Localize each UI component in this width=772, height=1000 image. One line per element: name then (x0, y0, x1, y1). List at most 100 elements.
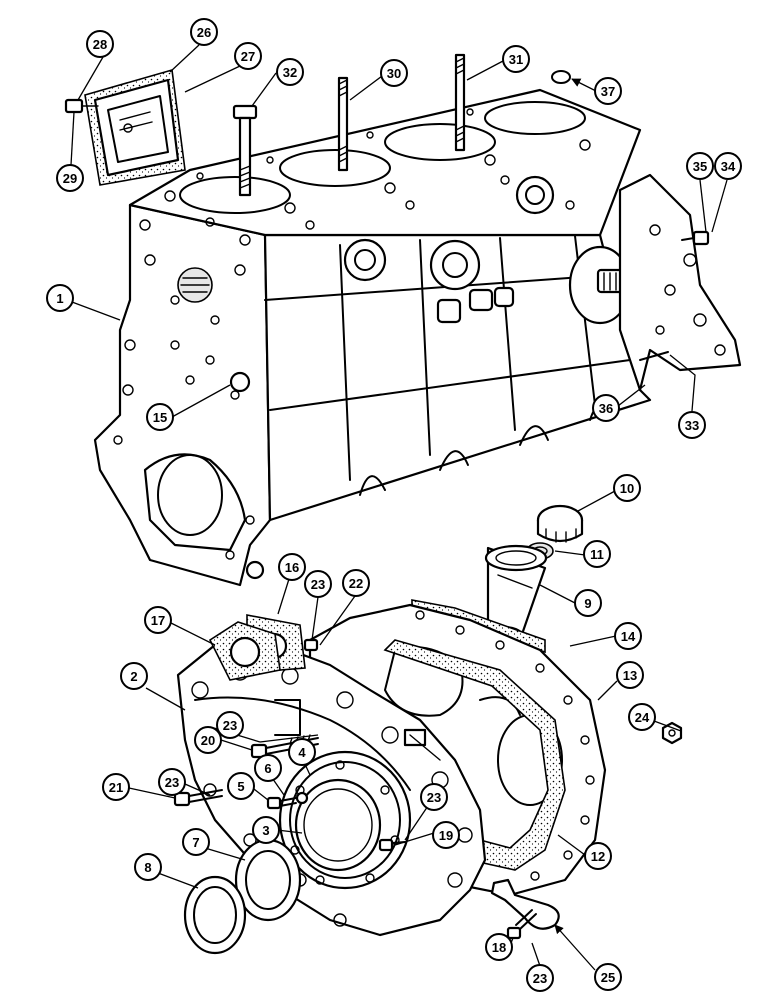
callout-c2: 2 (120, 662, 148, 690)
leader-lines (70, 44, 728, 971)
callout-number: 18 (492, 940, 506, 955)
callout-number: 29 (63, 171, 77, 186)
callout-number: 8 (144, 860, 151, 875)
callout-number: 19 (439, 828, 453, 843)
callout-number: 26 (197, 25, 211, 40)
callout-number: 2 (130, 669, 137, 684)
o-ring-37 (551, 70, 571, 84)
callout-c30: 30 (380, 59, 408, 87)
callout-circle (194, 726, 222, 754)
callout-circle (102, 773, 130, 801)
callout-circle (146, 403, 174, 431)
callout-circle (56, 164, 84, 192)
callout-c23e: 23 (526, 964, 554, 992)
callout-c4: 4 (288, 738, 316, 766)
callout-number: 14 (621, 629, 636, 644)
callout-c15: 15 (146, 403, 174, 431)
callout-c9: 9 (574, 589, 602, 617)
callout-c21: 21 (102, 773, 130, 801)
bolt-5 (266, 796, 297, 810)
callout-c22: 22 (342, 569, 370, 597)
callout-circle (616, 661, 644, 689)
callout-circle (278, 553, 306, 581)
callout-c11: 11 (583, 540, 611, 568)
callout-circle (276, 58, 304, 86)
callout-labels: 1234567891011121314151617181920212223232… (46, 18, 742, 992)
nut-24 (661, 721, 683, 745)
callout-c17: 17 (144, 606, 172, 634)
gasket-17 (208, 621, 281, 681)
callout-number: 17 (151, 613, 165, 628)
callout-c6: 6 (254, 754, 282, 782)
callout-c8: 8 (134, 853, 162, 881)
oil-seal-3 (294, 778, 382, 872)
callout-circle (613, 474, 641, 502)
callout-circle (584, 842, 612, 870)
callout-c28: 28 (86, 30, 114, 58)
callout-number: 3 (262, 823, 269, 838)
callout-number: 32 (283, 65, 297, 80)
callout-number: 22 (349, 576, 363, 591)
callout-circle (714, 152, 742, 180)
callout-number: 33 (685, 418, 699, 433)
callout-circle (592, 394, 620, 422)
callout-c23b: 23 (216, 711, 244, 739)
callout-c18: 18 (485, 933, 513, 961)
callout-circle (485, 933, 513, 961)
callout-circle (254, 754, 282, 782)
callout-number: 25 (601, 970, 615, 985)
callout-circle (288, 738, 316, 766)
callout-circle (182, 828, 210, 856)
callout-circle (134, 853, 162, 881)
callout-number: 10 (620, 481, 634, 496)
bolt-18 (506, 909, 537, 940)
callout-circle (678, 411, 706, 439)
callout-number: 16 (285, 560, 299, 575)
callout-number: 34 (721, 159, 736, 174)
callout-c37: 37 (594, 77, 622, 105)
callout-number: 21 (109, 780, 123, 795)
callout-circle (614, 622, 642, 650)
callout-circle (594, 77, 622, 105)
callout-number: 12 (591, 849, 605, 864)
cylinder-head-bolt (232, 104, 258, 197)
callout-c14: 14 (614, 622, 642, 650)
cylinder-block (93, 88, 742, 587)
callout-number: 23 (165, 775, 179, 790)
callout-c3: 3 (252, 816, 280, 844)
callout-c23a: 23 (304, 570, 332, 598)
callout-circle (234, 42, 262, 70)
bolt-21 (173, 789, 223, 807)
callout-c34: 34 (714, 152, 742, 180)
callout-number: 5 (237, 779, 244, 794)
callout-circle (432, 821, 460, 849)
callout-circle (686, 152, 714, 180)
callout-c33: 33 (678, 411, 706, 439)
bolt-34 (681, 230, 710, 246)
callout-number: 36 (599, 401, 613, 416)
callout-number: 20 (201, 733, 215, 748)
callout-circle (120, 662, 148, 690)
callout-c10: 10 (613, 474, 641, 502)
callout-number: 13 (623, 668, 637, 683)
callout-circle (144, 606, 172, 634)
callout-circle (304, 570, 332, 598)
callout-number: 30 (387, 66, 401, 81)
callout-c23d: 23 (420, 783, 448, 811)
callout-number: 24 (635, 710, 650, 725)
callout-circle (583, 540, 611, 568)
callout-circle (420, 783, 448, 811)
callout-c23c: 23 (158, 768, 186, 796)
callout-circle (342, 569, 370, 597)
callout-circle (216, 711, 244, 739)
callout-circle (628, 703, 656, 731)
callout-c1: 1 (46, 284, 74, 312)
callout-c24: 24 (628, 703, 656, 731)
callout-circle (526, 964, 554, 992)
callout-number: 7 (192, 835, 199, 850)
callout-number: 27 (241, 49, 255, 64)
callout-number: 23 (311, 577, 325, 592)
callout-number: 23 (533, 971, 547, 986)
